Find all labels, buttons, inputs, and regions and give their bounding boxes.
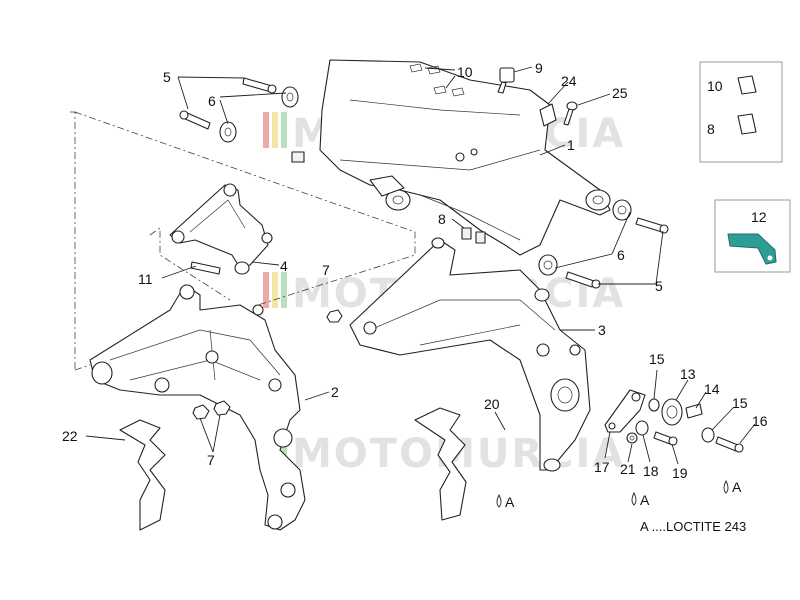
callout-labels: 5 6 10 9 24 25 1 8 6 5 4 7 11 3 2 7 22 2… — [62, 60, 768, 481]
washer-part-15-right — [701, 427, 715, 443]
inset-box-parts-8-10 — [699, 61, 783, 163]
callout-6-right: 6 — [617, 247, 625, 263]
callout-3: 3 — [598, 322, 606, 338]
callout-14: 14 — [704, 381, 720, 397]
callout-15-right: 15 — [732, 395, 748, 411]
svg-text:A: A — [732, 479, 742, 495]
callout-15-left: 15 — [649, 351, 665, 367]
upper-bracket-part-4 — [169, 183, 273, 275]
callout-24: 24 — [561, 73, 577, 89]
spacer-part-6-right-bottom — [538, 254, 558, 276]
callout-20: 20 — [484, 396, 500, 412]
inset-box-part-12 — [714, 199, 791, 273]
bushing-part-14 — [685, 403, 703, 419]
callout-22: 22 — [62, 428, 78, 444]
assembly-outline — [70, 111, 416, 371]
callout-5-top: 5 — [163, 69, 171, 85]
callout-7-top: 7 — [322, 262, 330, 278]
bolt-part-16 — [715, 436, 744, 453]
cover-part-20 — [414, 407, 467, 521]
loctite-marker-3: A — [723, 479, 742, 495]
loctite-legend: A ....LOCTITE 243 — [640, 519, 746, 534]
washer-part-15-left — [648, 398, 660, 412]
bearing-part-13 — [661, 398, 683, 426]
leader-lines — [85, 66, 756, 465]
screw-part-25 — [563, 101, 578, 126]
callout-25: 25 — [612, 85, 628, 101]
spacer-part-18 — [635, 420, 649, 436]
callout-11: 11 — [138, 271, 153, 287]
clip-part-8-center — [461, 227, 486, 244]
bolt-part-5-right-top — [635, 217, 669, 234]
callout-13: 13 — [680, 366, 696, 382]
loctite-marker-2: A — [631, 491, 650, 508]
bolt-part-19 — [653, 431, 678, 446]
bolt-part-5-left — [179, 110, 211, 130]
callout-4: 4 — [280, 258, 288, 274]
callout-17: 17 — [594, 459, 610, 475]
washer-part-21 — [626, 432, 638, 444]
callout-6-top: 6 — [208, 93, 216, 109]
cover-part-22 — [119, 419, 166, 531]
clips-part-10 — [409, 63, 465, 97]
assembly-outline-inner — [149, 227, 231, 301]
rear-frame-part-3 — [349, 237, 591, 472]
callout-5-right: 5 — [655, 278, 663, 294]
callout-8-inset: 8 — [707, 121, 715, 137]
callout-21: 21 — [620, 461, 636, 477]
callout-12: 12 — [751, 209, 767, 225]
callout-7-bottom: 7 — [207, 452, 215, 468]
callout-8-center: 8 — [438, 211, 446, 227]
plug-part-9 — [497, 67, 515, 94]
nut-part-7-left — [192, 404, 210, 420]
callout-18: 18 — [643, 463, 659, 479]
bracket-12-shape — [727, 233, 777, 265]
callout-10-top: 10 — [457, 64, 473, 80]
pin-part-11 — [190, 261, 221, 275]
bolt-part-5-top-left — [242, 77, 277, 94]
left-bracket-part-2 — [89, 284, 306, 531]
loctite-marker-1: A — [496, 493, 515, 510]
callout-2: 2 — [331, 384, 339, 400]
spacer-part-6-top — [281, 86, 299, 108]
nut-part-7-top — [326, 309, 343, 323]
spacer-part-6-right-top — [612, 199, 632, 221]
callout-10-inset: 10 — [707, 78, 723, 94]
bushing-part-24 — [539, 103, 557, 127]
plate-part-17 — [604, 389, 646, 433]
main-frame-part-1 — [291, 59, 611, 256]
nut-part-7-right — [213, 400, 231, 416]
callout-9: 9 — [535, 60, 543, 76]
callout-16: 16 — [752, 413, 768, 429]
svg-text:A: A — [505, 494, 515, 510]
svg-text:A: A — [640, 492, 650, 508]
spacer-part-6-left — [219, 121, 237, 143]
callout-19: 19 — [672, 465, 688, 481]
callout-1: 1 — [567, 137, 575, 153]
